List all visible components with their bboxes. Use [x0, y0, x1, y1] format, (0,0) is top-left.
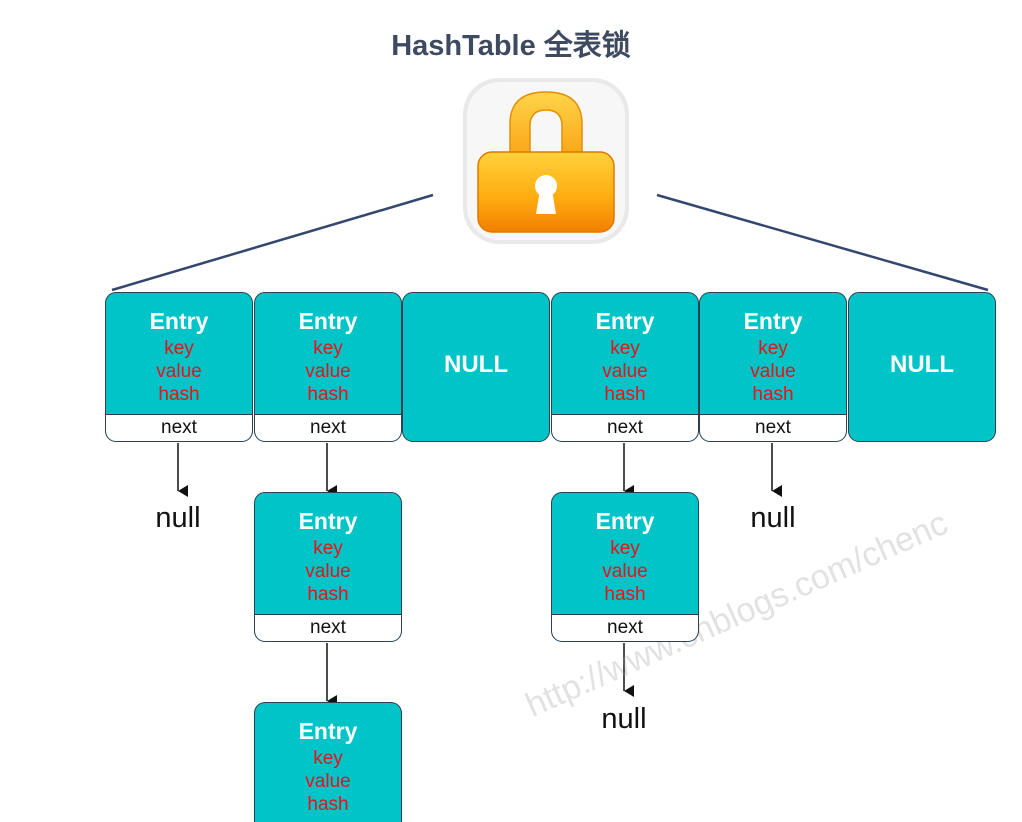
diagram-title: HashTable 全表锁: [391, 30, 631, 62]
chain-entry-1-1: Entry key value hash next: [254, 492, 402, 642]
entry-label: Entry: [595, 308, 655, 334]
bucket-null-5: NULL: [848, 292, 996, 442]
next-pointer: next: [106, 414, 252, 441]
next-pointer: next: [700, 414, 846, 441]
entry-fields: key value hash: [305, 338, 351, 405]
entry-fields: key value hash: [305, 538, 351, 605]
entry-label: Entry: [743, 308, 803, 334]
entry-label: Entry: [298, 508, 358, 534]
bucket-entry-4: Entry key value hash next: [699, 292, 847, 442]
null-terminator: null: [155, 502, 201, 534]
next-pointer: next: [255, 614, 401, 641]
chain-entry-3-1: Entry key value hash next: [551, 492, 699, 642]
entry-fields: key value hash: [156, 338, 202, 405]
next-pointer: next: [552, 614, 698, 641]
bucket-entry-1: Entry key value hash next: [254, 292, 402, 442]
null-terminator: null: [601, 703, 647, 735]
bucket-null-2: NULL: [402, 292, 550, 442]
next-pointer: next: [552, 414, 698, 441]
entry-label: Entry: [298, 308, 358, 334]
bucket-entry-3: Entry key value hash next: [551, 292, 699, 442]
chain-entry-1-2: Entry key value hash: [254, 702, 402, 822]
lock-line-right: [656, 193, 989, 292]
entry-fields: key value hash: [602, 538, 648, 605]
entry-label: Entry: [298, 718, 358, 744]
next-pointer: next: [255, 414, 401, 441]
entry-label: Entry: [149, 308, 209, 334]
entry-fields: key value hash: [602, 338, 648, 405]
null-terminator: null: [750, 502, 796, 534]
lock-line-left: [111, 193, 434, 292]
entry-fields: key value hash: [750, 338, 796, 405]
entry-label: Entry: [595, 508, 655, 534]
bucket-entry-0: Entry key value hash next: [105, 292, 253, 442]
entry-fields: key value hash: [305, 748, 351, 815]
padlock-icon: [463, 78, 629, 244]
